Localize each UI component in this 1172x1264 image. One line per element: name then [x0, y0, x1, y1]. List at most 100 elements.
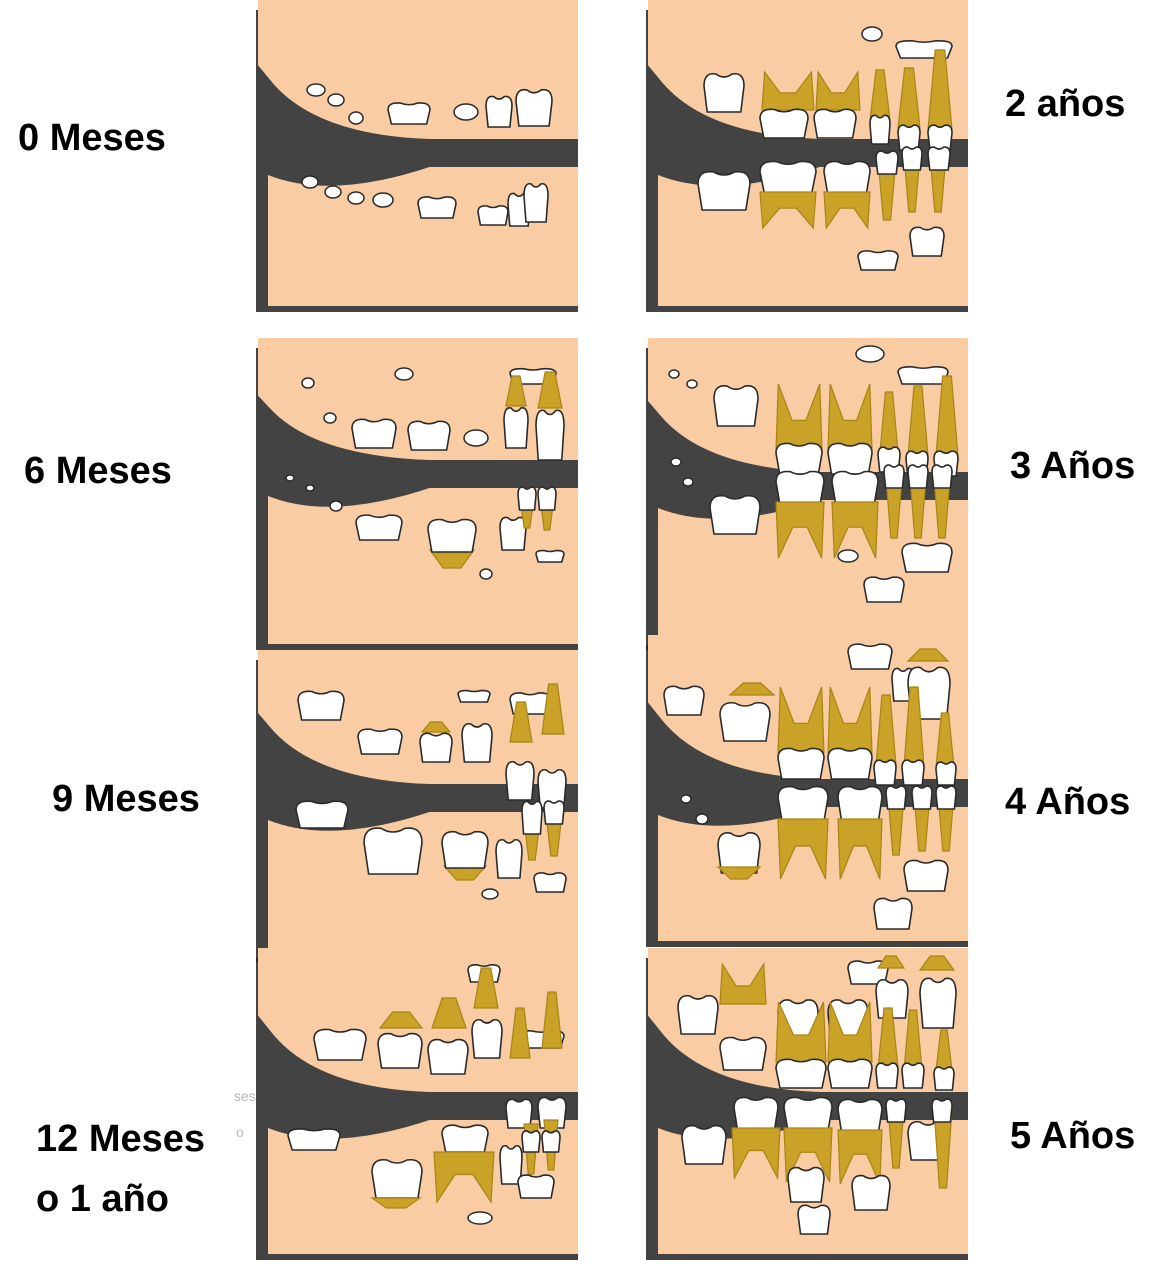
tooth-crown	[920, 978, 956, 1028]
tooth-crown	[932, 465, 952, 488]
tooth-bud	[696, 814, 708, 824]
tooth-crown	[542, 1131, 560, 1152]
tooth-crown	[838, 787, 882, 821]
tooth-crown	[472, 1020, 502, 1058]
tooth-bud	[286, 475, 294, 481]
tooth-crown	[388, 103, 430, 124]
tooth-crown	[928, 147, 950, 170]
tooth-crown	[442, 1125, 488, 1152]
tooth-crown	[710, 496, 760, 534]
jaw-panel-12-meses	[248, 948, 588, 1264]
tooth-bud	[324, 413, 336, 423]
jaw-illustration	[248, 0, 588, 316]
tooth-crown	[934, 1067, 954, 1090]
tooth-crown	[832, 471, 878, 504]
tooth-bud	[330, 501, 342, 511]
tooth-crown	[428, 519, 476, 552]
tooth-crown	[910, 227, 944, 256]
tooth-crown	[858, 251, 898, 270]
jaw-illustration	[248, 650, 588, 966]
tooth-crown	[678, 996, 718, 1034]
tooth-crown	[902, 1063, 924, 1088]
tooth-crown	[522, 1131, 540, 1152]
tooth-crown	[828, 443, 872, 474]
tooth-crown	[734, 1097, 778, 1130]
tooth-crown	[428, 1040, 468, 1074]
tooth-crown	[874, 760, 896, 785]
tooth-crown	[852, 1176, 890, 1210]
stage-label-0-meses: 0 Meses	[18, 114, 166, 163]
tooth-crown	[458, 691, 490, 702]
tooth-crown	[364, 828, 422, 874]
jaw-panel-5-anos	[638, 948, 978, 1264]
tooth-bud	[480, 569, 492, 579]
jaw-illustration	[638, 338, 978, 654]
stage-label-9-meses: 9 Meses	[52, 775, 200, 824]
jaw-panel-4-anos	[638, 635, 978, 951]
tooth-crown	[864, 577, 904, 602]
tooth-crown	[828, 1059, 872, 1088]
tooth-crown	[898, 125, 920, 150]
tooth-crown	[876, 1063, 898, 1088]
tooth-bud	[683, 478, 693, 486]
tooth-crown	[874, 898, 912, 929]
tooth-crown	[928, 125, 952, 150]
tooth-crown	[760, 161, 816, 194]
tooth-crown	[534, 873, 566, 892]
tooth-crown	[824, 161, 870, 194]
tooth-crown	[828, 748, 872, 779]
tooth-bud	[325, 186, 341, 198]
tooth-crown	[518, 487, 536, 510]
tooth-crown	[536, 551, 564, 562]
tooth-crown	[296, 801, 348, 828]
jaw-panel-0-meses	[248, 0, 588, 316]
tooth-bud	[302, 378, 314, 388]
tooth-crown	[704, 74, 744, 112]
tooth-crown	[886, 786, 906, 809]
stage-label-6-meses: 6 Meses	[24, 447, 172, 496]
tooth-crown	[352, 419, 396, 448]
tooth-crown	[372, 1160, 422, 1198]
tooth-bud	[454, 104, 478, 120]
tooth-bud	[349, 112, 363, 124]
tooth-bud	[856, 346, 884, 362]
tooth-bud	[468, 1212, 492, 1224]
tooth-crown	[698, 172, 750, 210]
tooth-crown	[314, 1029, 366, 1060]
tooth-crown	[776, 471, 824, 504]
tooth-bud	[671, 458, 681, 466]
tooth-crown	[518, 1175, 554, 1198]
tooth-bud	[395, 368, 413, 380]
stage-label-2-anos: 2 años	[1005, 80, 1125, 129]
tooth-crown	[902, 760, 924, 785]
tooth-bud	[302, 176, 318, 188]
tooth-crown	[778, 787, 828, 821]
tooth-crown	[908, 465, 928, 488]
tooth-crown	[714, 386, 758, 426]
jaw-illustration	[638, 948, 978, 1264]
tooth-crown	[516, 90, 552, 126]
tooth-crown	[682, 1126, 726, 1164]
stage-label-1-ano: o 1 año	[36, 1175, 169, 1224]
tooth-bud	[681, 795, 691, 803]
tooth-crown	[720, 703, 770, 741]
tooth-crown	[536, 410, 564, 460]
jaw-illustration	[638, 0, 978, 316]
tooth-crown	[784, 1097, 832, 1130]
tooth-bud	[328, 94, 344, 106]
tooth-crown	[902, 147, 922, 170]
tooth-crown	[298, 691, 344, 720]
jaw-illustration	[248, 338, 588, 654]
tooth-crown	[288, 1129, 340, 1150]
jaw-panel-3-anos	[638, 338, 978, 654]
tooth-crown	[486, 96, 512, 127]
tooth-crown	[720, 1037, 766, 1070]
tooth-crown	[936, 762, 956, 785]
stage-label-12-meses: 12 Meses	[36, 1115, 205, 1164]
tooth-crown	[500, 517, 526, 550]
tooth-crown	[912, 786, 932, 809]
tooth-bud	[482, 889, 498, 899]
tooth-crown	[870, 115, 890, 144]
stray-text-b: o	[236, 1124, 244, 1140]
tooth-crown	[408, 421, 450, 450]
